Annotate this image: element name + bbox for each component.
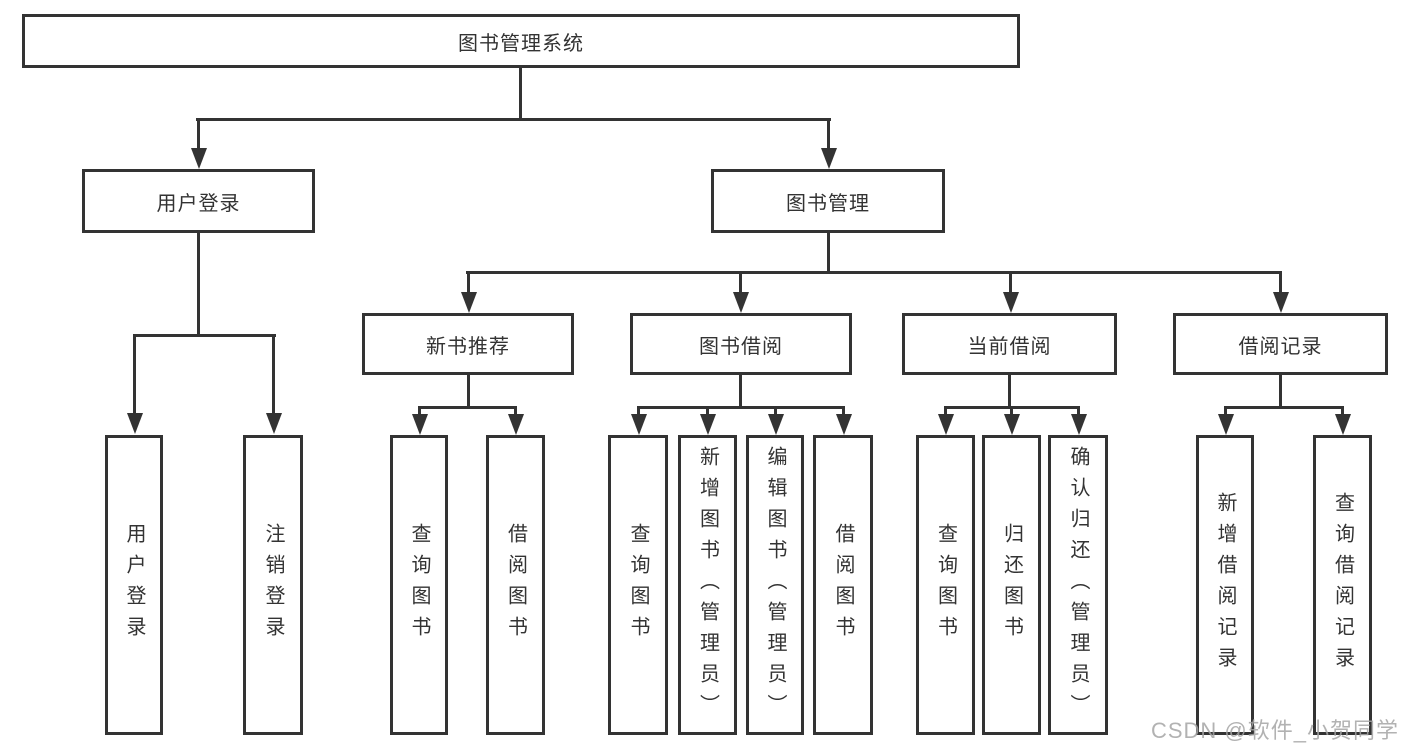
leaf-add-book-admin: 新增图书（管理员） xyxy=(678,435,737,735)
connector-line xyxy=(827,232,830,273)
arrow-down-icon xyxy=(418,406,421,414)
leaf-label: 编辑图书（管理员） xyxy=(764,445,786,725)
arrow-down-icon xyxy=(1341,406,1344,414)
watermark: CSDN @软件_小贺同学 xyxy=(1150,718,1399,743)
leaf-edit-book-admin: 编辑图书（管理员） xyxy=(746,435,804,735)
connector-line xyxy=(519,67,522,121)
leaf-label: 确认归还（管理员） xyxy=(1067,445,1089,725)
arrow-down-icon xyxy=(706,406,709,414)
node-library-management-system: 图书管理系统 xyxy=(22,14,1020,68)
leaf-label: 查询借阅记录 xyxy=(1331,492,1354,678)
arrow-down-icon xyxy=(1279,271,1282,292)
connector-line xyxy=(418,406,517,409)
arrow-down-icon xyxy=(1077,406,1080,414)
leaf-add-borrow-record: 新增借阅记录 xyxy=(1196,435,1254,735)
connector-line xyxy=(133,334,276,337)
leaf-query-borrow-record: 查询借阅记录 xyxy=(1313,435,1372,735)
leaf-label: 借阅图书 xyxy=(832,523,854,647)
node-label: 用户登录 xyxy=(156,192,241,215)
arrow-down-icon xyxy=(1010,406,1013,414)
node-label: 借阅记录 xyxy=(1238,335,1323,358)
connector-line xyxy=(637,406,844,409)
arrow-down-icon xyxy=(1009,271,1012,292)
leaf-confirm-return-admin: 确认归还（管理员） xyxy=(1048,435,1108,735)
leaf-label: 借阅图书 xyxy=(504,523,527,647)
leaf-label: 新增借阅记录 xyxy=(1214,492,1236,678)
node-label: 当前借阅 xyxy=(967,335,1052,358)
node-book-management: 图书管理 xyxy=(711,169,945,233)
leaf-query-books-borrowing: 查询图书 xyxy=(608,435,668,735)
connector-line xyxy=(197,232,200,337)
arrow-down-icon xyxy=(133,334,136,413)
connector-line xyxy=(1224,406,1343,409)
arrow-down-icon xyxy=(197,118,200,148)
leaf-label: 新增图书（管理员） xyxy=(696,445,719,725)
node-label: 图书管理 xyxy=(786,192,870,215)
arrow-down-icon xyxy=(827,118,830,148)
leaf-query-books-recommend: 查询图书 xyxy=(390,435,448,735)
connector-line xyxy=(466,271,1282,274)
node-user-login: 用户登录 xyxy=(82,169,315,233)
arrow-down-icon xyxy=(1224,406,1227,414)
connector-line xyxy=(467,374,470,408)
leaf-label: 查询图书 xyxy=(627,523,649,647)
connector-line xyxy=(739,374,742,408)
arrow-down-icon xyxy=(637,406,640,414)
arrow-down-icon xyxy=(514,406,517,414)
node-borrowing-records: 借阅记录 xyxy=(1173,313,1388,375)
node-current-borrowing: 当前借阅 xyxy=(902,313,1117,375)
leaf-label: 查询图书 xyxy=(408,523,430,647)
leaf-label: 用户登录 xyxy=(123,523,145,647)
leaf-return-books: 归还图书 xyxy=(982,435,1041,735)
arrow-down-icon xyxy=(467,271,470,292)
node-new-book-recommendation: 新书推荐 xyxy=(362,313,574,375)
arrow-down-icon xyxy=(774,406,777,414)
leaf-borrow-books-recommend: 借阅图书 xyxy=(486,435,545,735)
leaf-query-books-current: 查询图书 xyxy=(916,435,975,735)
leaf-borrow-books-borrowing: 借阅图书 xyxy=(813,435,873,735)
leaf-label: 注销登录 xyxy=(262,523,284,647)
arrow-down-icon xyxy=(944,406,947,414)
connector-line xyxy=(196,118,831,121)
node-label: 新书推荐 xyxy=(426,335,510,358)
connector-line xyxy=(1279,374,1282,408)
arrow-down-icon xyxy=(739,271,742,292)
leaf-user-login: 用户登录 xyxy=(105,435,163,735)
node-label: 图书管理系统 xyxy=(458,32,584,55)
arrow-down-icon xyxy=(272,334,275,413)
node-book-borrowing: 图书借阅 xyxy=(630,313,852,375)
leaf-label: 归还图书 xyxy=(1000,523,1023,647)
connector-line xyxy=(1008,374,1011,408)
arrow-down-icon xyxy=(842,406,845,414)
node-label: 图书借阅 xyxy=(699,335,783,358)
leaf-logout: 注销登录 xyxy=(243,435,303,735)
leaf-label: 查询图书 xyxy=(934,523,957,647)
